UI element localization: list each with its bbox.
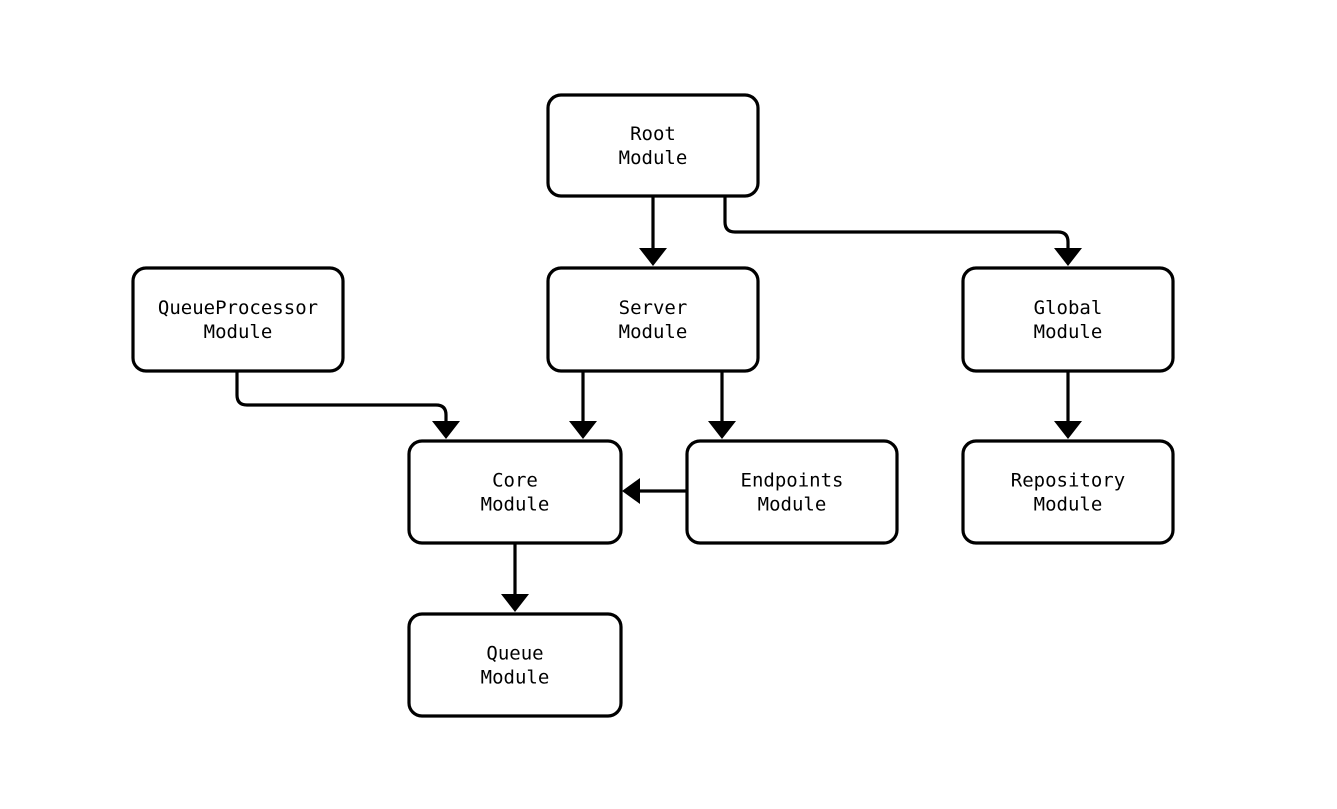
global-module-node-label-line1: Global [1034,297,1103,319]
edge-queueprocessor-to-core [235,371,460,439]
repository-module-node-box[interactable] [961,439,1175,545]
edge-endpoints-to-core [622,478,687,504]
root-module-node-label-line2: Module [619,147,688,169]
core-module-node-label-line2: Module [481,494,550,516]
edge-global-to-repository [1054,371,1082,439]
edge-root-to-global-arrowhead-icon [1054,248,1082,266]
queueprocessor-module-node-box[interactable] [131,266,345,373]
edge-server-to-endpoints-arrowhead-icon [708,421,736,439]
edge-core-to-queue-arrowhead-icon [501,594,529,612]
root-module-node-label-line1: Root [630,123,676,145]
queue-module-node-label-line1: Queue [486,643,543,665]
edge-global-to-repository-arrowhead-icon [1054,421,1082,439]
edge-core-to-queue [501,543,529,612]
edge-queueprocessor-to-core-line [235,371,448,428]
repository-module-node-label-line1: Repository [1011,470,1125,492]
endpoints-module-node-box[interactable] [685,439,899,545]
edge-root-to-server-arrowhead-icon [639,248,667,266]
core-module-node-label-line1: Core [492,470,538,492]
queue-module-node-box[interactable] [407,612,623,718]
edges-layer [235,196,1082,612]
global-module-node-label-line2: Module [1034,321,1103,343]
repository-module-node-label-line2: Module [1034,494,1103,516]
queueprocessor-module-node-label-line2: Module [204,321,273,343]
queue-module-node-label-line2: Module [481,667,550,689]
edge-server-to-endpoints [708,371,736,439]
edge-server-to-core-arrowhead-icon [569,421,597,439]
edge-root-to-global [723,196,1082,266]
global-module-node-box[interactable] [961,266,1175,373]
core-module-node-box[interactable] [407,439,623,545]
edge-root-to-server [639,196,667,266]
edge-root-to-global-line [723,196,1070,255]
server-module-node-box[interactable] [546,266,760,373]
nodes-layer: RootModuleQueueProcessorModuleServerModu… [131,93,1175,718]
root-module-node-box[interactable] [546,93,760,198]
endpoints-module-node-label-line1: Endpoints [741,470,844,492]
queueprocessor-module-node-label-line1: QueueProcessor [158,297,318,319]
endpoints-module-node-label-line2: Module [758,494,827,516]
edge-server-to-core [569,371,597,439]
server-module-node-label-line2: Module [619,321,688,343]
edge-queueprocessor-to-core-arrowhead-icon [432,421,460,439]
server-module-node-label-line1: Server [619,297,688,319]
edge-endpoints-to-core-arrowhead-icon [622,478,640,504]
